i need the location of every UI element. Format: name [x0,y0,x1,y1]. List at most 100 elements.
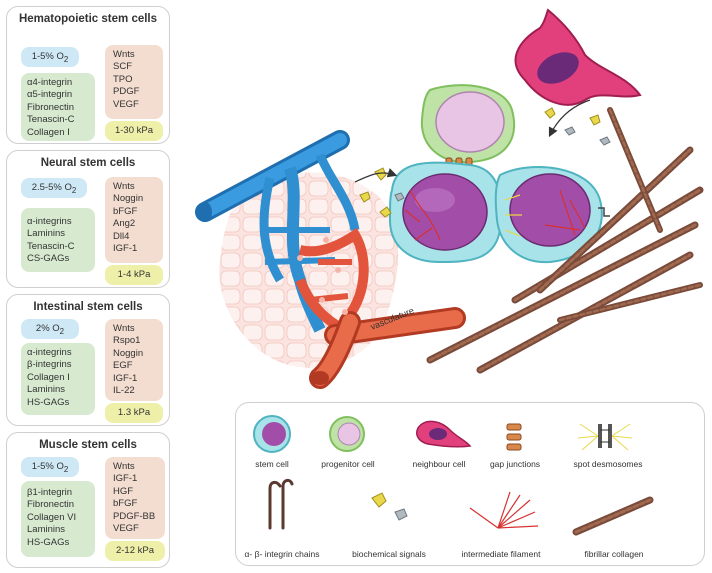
ecm-item: Laminins [27,228,66,240]
signal-item: Rspo1 [113,335,141,347]
signal-arrow-left [354,168,398,183]
legend-label-biochemical-signals: biochemical signals [352,549,426,559]
panel-title: Hematopoietic stem cells [18,13,158,25]
legend-spot-desmosomes-icon [577,423,633,451]
stiffness-box: 1.3 kPa [105,403,163,423]
ecm-item: Tenascin-C [27,114,75,126]
ecm-item: Fibronectin [27,499,74,511]
legend-integrin-chains-icon [268,478,294,530]
ecm-box: β1-integrin Fibronectin Collagen VI Lami… [21,481,95,557]
legend-intermediate-filament-icon [469,491,539,529]
ecm-box: α4-integrin α5-integrin Fibronectin Tena… [21,73,95,141]
signal-item: Noggin [113,193,144,205]
signal-item: SCF [113,61,132,73]
legend-label-stem-cell: stem cell [255,459,289,469]
ecm-item: Collagen VI [27,511,77,523]
neighbour-cell [514,8,642,106]
oxygen-value: 1-5% O [31,461,64,472]
ecm-box: α-integrins β-integrins Collagen I Lamin… [21,343,95,415]
signal-item: Noggin [113,347,144,359]
oxygen-subscript: 2 [63,54,69,64]
signal-item: Wnts [113,323,135,334]
progenitor-cell [420,84,516,164]
fibrillar-collagen [426,107,704,374]
legend-label-spot-desmosomes: spot desmosomes [573,459,643,469]
ecm-item: CS-GAGs [27,253,70,265]
signals-box: Wnts Noggin bFGF Ang2 Dll4 IGF-1 [105,177,163,263]
legend-gap-junctions-icon [506,423,522,451]
ecm-item: Collagen I [27,371,70,383]
signals-box: Wnts SCF TPO PDGF VEGF [105,45,163,119]
signal-item: bFGF [113,205,138,217]
signal-item: HGF [113,485,134,497]
signal-item: VEGF [113,98,139,110]
signal-item: IGF-1 [113,372,138,384]
signal-item: VEGF [113,523,139,535]
integrin-chain [598,207,610,217]
signal-item: PDGF-BB [113,510,156,522]
panel-neural: Neural stem cells 2.5-5% O2 α-integrins … [6,150,170,288]
stem-cell-left [388,161,503,264]
ecm-item: Laminins [27,384,66,396]
signal-item: Wnts [113,461,135,472]
panel-muscle: Muscle stem cells 1-5% O2 β1-integrin Fi… [6,432,170,568]
signal-item: IL-22 [113,385,135,397]
stiffness-box: 2-12 kPa [105,541,165,561]
oxygen-box: 2.5-5% O2 [21,178,87,198]
legend-label-fibrillar-collagen: fibrillar collagen [584,549,644,559]
legend-neighbour-cell-icon [416,420,472,448]
legend-stem-cell-icon [253,415,291,453]
ecm-item: β-integrins [27,359,72,371]
panel-hematopoietic: Hematopoietic stem cells 1-5% O2 α4-inte… [6,6,170,144]
signals-box: Wnts Rspo1 Noggin EGF IGF-1 IL-22 [105,319,163,401]
vein [195,130,360,333]
legend-biochemical-signals-icon [371,492,408,521]
stem-cell-right [494,166,603,264]
panel-title: Muscle stem cells [39,439,137,451]
ecm-box: α-integrins Laminins Tenascin-C CS-GAGs [21,208,95,272]
ecm-item: α4-integrin [27,77,73,88]
oxygen-subscript: 2 [59,326,65,336]
signal-item: Wnts [113,181,135,192]
oxygen-box: 2% O2 [21,319,79,339]
signal-item: PDGF [113,86,140,98]
signal-item: EGF [113,360,133,372]
ecm-item: α-integrins [27,347,72,358]
panel-intestinal: Intestinal stem cells 2% O2 α-integrins … [6,294,170,426]
ecm-item: Collagen I [27,126,70,138]
ecm-item: Laminins [27,524,66,536]
oxygen-subscript: 2 [71,185,77,195]
ecm-item: β1-integrin [27,487,73,498]
legend-label-neighbour-cell: neighbour cell [412,459,466,469]
oxygen-box: 1-5% O2 [21,457,79,477]
oxygen-value: 2% O [35,323,60,334]
signal-arrow-right [548,99,591,138]
stiffness-box: 1-4 kPa [105,265,163,285]
signal-item: Ang2 [113,218,136,230]
oxygen-value: 1-5% O [31,51,64,62]
legend-progenitor-cell-icon [329,416,365,452]
signal-item: IGF-1 [113,243,138,255]
legend-label-progenitor-cell: progenitor cell [321,459,375,469]
signal-item: bFGF [113,498,138,510]
ecm-item: HS-GAGs [27,536,70,548]
oxygen-subscript: 2 [63,464,69,474]
legend-fibrillar-collagen-icon [572,496,654,536]
biochemical-signals [359,107,611,218]
signal-item: IGF-1 [113,473,138,485]
legend-label-intermediate-filament: intermediate filament [461,549,541,559]
artery [295,227,466,389]
ecm-item: Tenascin-C [27,240,75,252]
signal-item: Dll4 [113,230,130,242]
ecm-item: α-integrins [27,216,72,227]
ecm-item: Fibronectin [27,101,74,113]
legend: stem cell progenitor cell neighbour cell… [235,402,705,566]
signal-item: TPO [113,73,133,85]
signals-box: Wnts IGF-1 HGF bFGF PDGF-BB VEGF [105,457,165,539]
oxygen-box: 1-5% O2 [21,47,79,67]
ecm-item: HS-GAGs [27,396,70,408]
ecm-item: α5-integrin [27,89,73,101]
oxygen-value: 2.5-5% O [31,182,72,193]
panel-title: Neural stem cells [40,157,136,169]
